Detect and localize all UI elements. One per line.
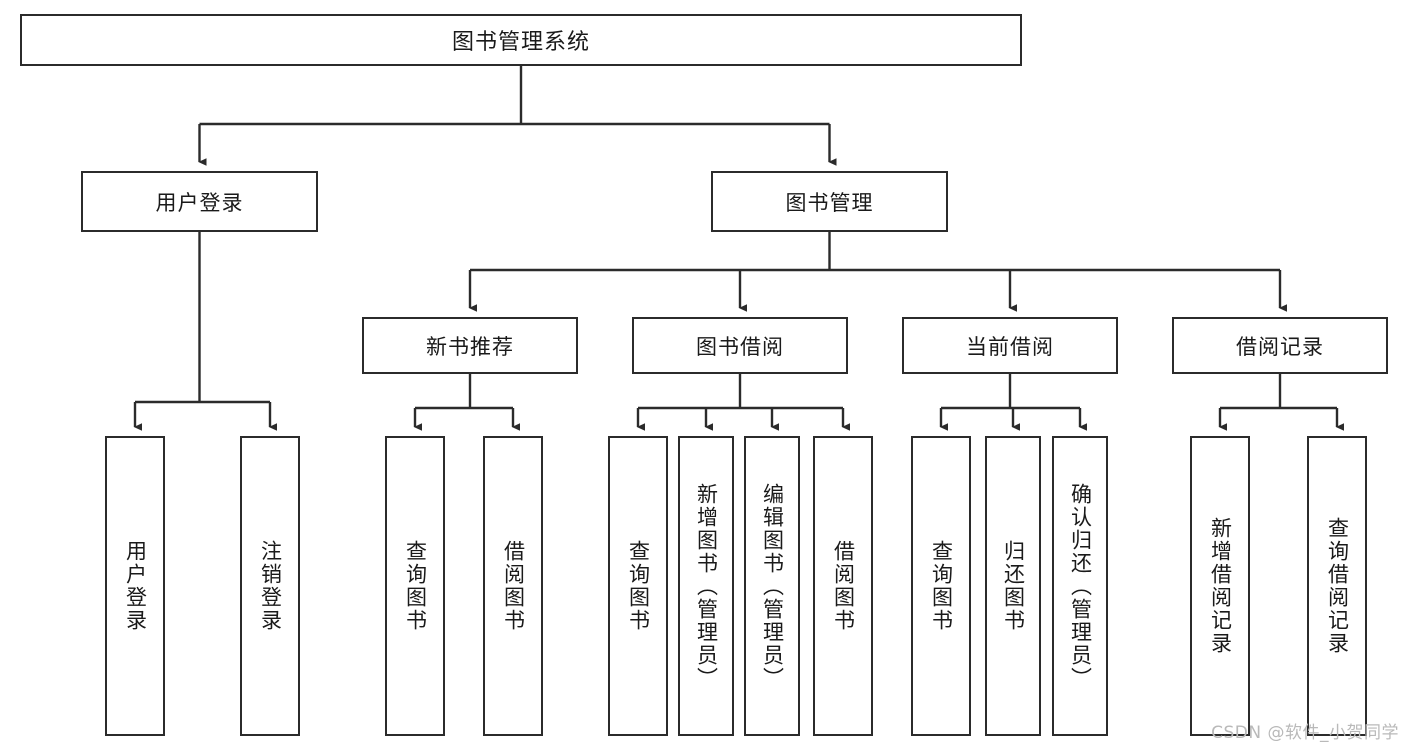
node-leaf-return-book[interactable]: 归还图书 [985, 436, 1041, 736]
node-leaf-borrow-book-2[interactable]: 借阅图书 [813, 436, 873, 736]
node-new-book-rec-label: 新书推荐 [426, 334, 514, 359]
node-leaf-borrow-book-2-label: 借阅图书 [831, 540, 856, 632]
node-leaf-add-record[interactable]: 新增借阅记录 [1190, 436, 1250, 736]
node-leaf-logout-label: 注销登录 [258, 540, 283, 632]
node-book-borrow[interactable]: 图书借阅 [632, 317, 848, 374]
node-leaf-confirm-return[interactable]: 确认归还（管理员） [1052, 436, 1108, 736]
watermark-text: CSDN @软件_小贺同学 [1211, 723, 1399, 743]
node-leaf-query-book-3-label: 查询图书 [929, 540, 954, 632]
node-leaf-query-record-label: 查询借阅记录 [1325, 517, 1350, 655]
node-borrow-record[interactable]: 借阅记录 [1172, 317, 1388, 374]
node-current-borrow[interactable]: 当前借阅 [902, 317, 1118, 374]
node-leaf-user-login[interactable]: 用户登录 [105, 436, 165, 736]
node-leaf-query-book-1-label: 查询图书 [403, 540, 428, 632]
node-borrow-record-label: 借阅记录 [1236, 334, 1324, 359]
node-leaf-return-book-label: 归还图书 [1001, 540, 1026, 632]
node-leaf-add-book[interactable]: 新增图书（管理员） [678, 436, 734, 736]
node-leaf-borrow-book-1[interactable]: 借阅图书 [483, 436, 543, 736]
node-leaf-edit-book-label: 编辑图书（管理员） [760, 482, 785, 690]
node-leaf-confirm-return-label: 确认归还（管理员） [1068, 482, 1093, 690]
node-current-borrow-label: 当前借阅 [966, 334, 1054, 359]
node-book-manage-label: 图书管理 [785, 190, 874, 215]
node-leaf-edit-book[interactable]: 编辑图书（管理员） [744, 436, 800, 736]
node-leaf-query-book-3[interactable]: 查询图书 [911, 436, 971, 736]
node-book-manage[interactable]: 图书管理 [711, 171, 948, 232]
node-user-login[interactable]: 用户登录 [81, 171, 318, 232]
node-leaf-add-book-label: 新增图书（管理员） [694, 482, 719, 690]
node-leaf-borrow-book-1-label: 借阅图书 [501, 540, 526, 632]
node-leaf-query-book-1[interactable]: 查询图书 [385, 436, 445, 736]
node-leaf-query-book-2[interactable]: 查询图书 [608, 436, 668, 736]
node-leaf-logout[interactable]: 注销登录 [240, 436, 300, 736]
node-book-borrow-label: 图书借阅 [696, 334, 784, 359]
node-root-label: 图书管理系统 [451, 30, 590, 55]
node-leaf-add-record-label: 新增借阅记录 [1208, 517, 1233, 655]
node-leaf-query-book-2-label: 查询图书 [626, 540, 651, 632]
node-new-book-rec[interactable]: 新书推荐 [362, 317, 578, 374]
node-leaf-user-login-label: 用户登录 [123, 540, 148, 632]
node-root[interactable]: 图书管理系统 [20, 14, 1022, 66]
node-leaf-query-record[interactable]: 查询借阅记录 [1307, 436, 1367, 736]
node-user-login-label: 用户登录 [155, 190, 244, 215]
